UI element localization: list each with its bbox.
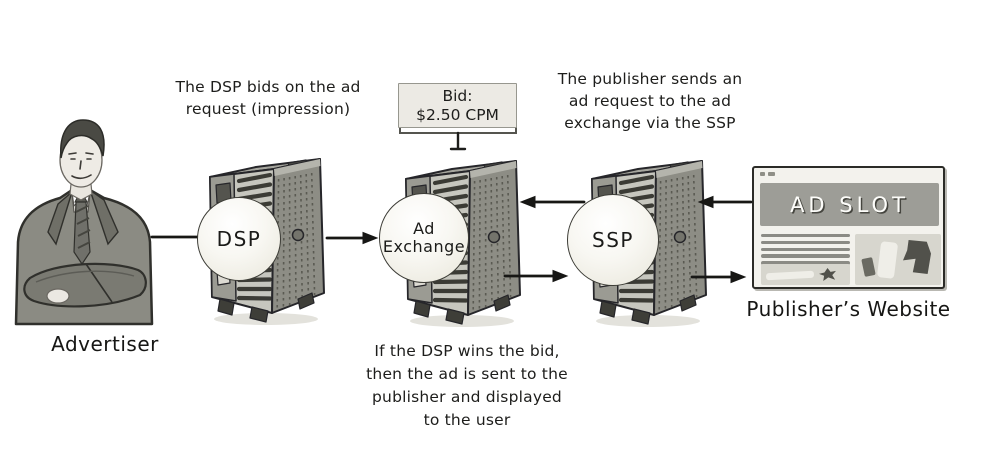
dsp-node-label: DSP (216, 226, 262, 251)
bid-note: Bid: $2.50 CPM (398, 83, 517, 128)
bid-pointer (399, 124, 517, 151)
arrow-dsp-to-ad-exchange (325, 231, 379, 245)
article-text-lines (761, 234, 850, 268)
ssp-node-label: SSP (592, 227, 634, 252)
article-thumbnail-image (761, 264, 850, 285)
text-line (761, 261, 850, 265)
ad-exchange-node-label: Ad Exchange (382, 218, 466, 256)
text-line (761, 254, 850, 258)
annotation-publisher-request: The publisher sends an ad request to the… (557, 70, 743, 132)
browser-dot-icon (768, 172, 775, 176)
advertiser-label: Advertiser (51, 332, 159, 356)
annotation-dsp-bids: The DSP bids on the ad request (impressi… (175, 78, 361, 118)
publisher-website-card: AD SLOT (752, 166, 945, 289)
arrow-ssp-to-ad-exchange (519, 195, 586, 209)
annotation-win-bid: If the DSP wins the bid, then the ad is … (366, 342, 568, 429)
text-line (761, 234, 850, 238)
text-line (761, 247, 850, 251)
text-line (761, 240, 850, 245)
ad-slot-label: AD SLOT (790, 192, 909, 217)
browser-dot-icon (760, 172, 765, 176)
arrow-ad-exchange-to-ssp (503, 269, 569, 283)
ad-exchange-node: Ad Exchange (379, 193, 469, 283)
ssp-node: SSP (567, 194, 659, 286)
article-photo-image (855, 234, 941, 285)
bid-label: Bid: (442, 86, 473, 105)
bid-value: $2.50 CPM (416, 105, 499, 124)
publisher-website-label: Publisher’s Website (746, 297, 951, 321)
dsp-node: DSP (197, 197, 281, 281)
advertiser-illustration (14, 119, 154, 326)
ad-slot-banner: AD SLOT (760, 183, 939, 226)
arrow-website-to-ssp (697, 195, 753, 209)
arrow-ssp-to-website (690, 270, 747, 284)
